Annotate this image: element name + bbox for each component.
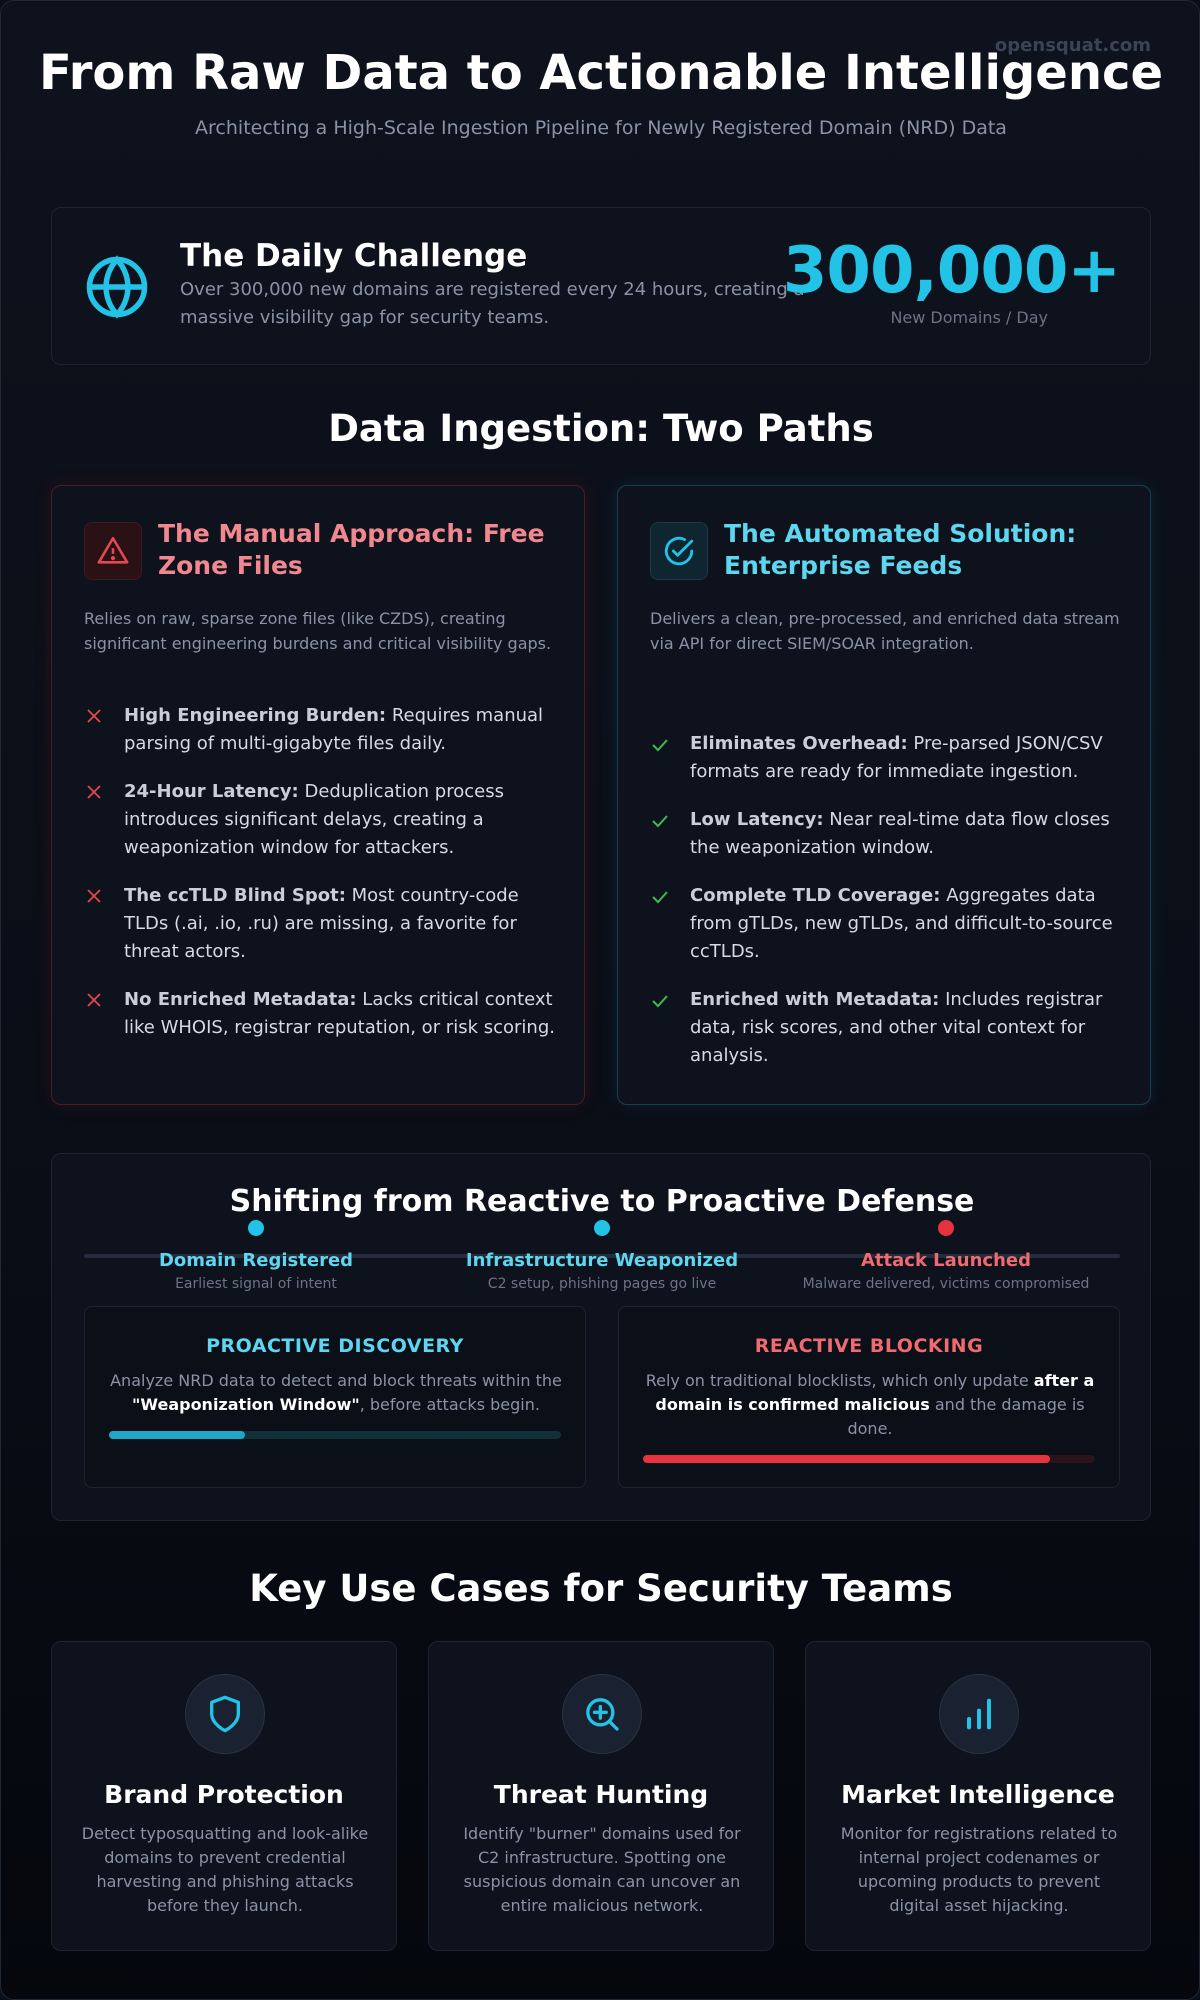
timeline-label: Attack Launched <box>860 1250 1031 1271</box>
proactive-discovery-panel: PROACTIVE DISCOVERY Analyze NRD data to … <box>84 1306 586 1488</box>
use-case-title: Threat Hunting <box>493 1780 709 1809</box>
ingestion-heading: Data Ingestion: Two Paths <box>328 407 874 450</box>
bullet-item: High Engineering Burden: Requires manual… <box>84 702 564 758</box>
bullet-text: 24-Hour Latency: Deduplication process i… <box>124 781 504 858</box>
challenge-text: Over 300,000 new domains are registered … <box>180 279 805 328</box>
check-icon <box>652 815 668 828</box>
automated-solution-card: The Automated Solution: Enterprise Feeds… <box>617 485 1151 1105</box>
bullet-item: 24-Hour Latency: Deduplication process i… <box>84 778 564 862</box>
bullet-text: Enriched with Metadata: Includes registr… <box>690 989 1103 1066</box>
bullet-text: No Enriched Metadata: Lacks critical con… <box>124 989 555 1038</box>
automated-title: The Automated Solution: Enterprise Feeds <box>724 519 1077 580</box>
timeline-dot <box>248 1220 264 1236</box>
bullet-text: Low Latency: Near real-time data flow cl… <box>690 809 1110 858</box>
check-icon-box <box>650 522 708 580</box>
bullet-text: Complete TLD Coverage: Aggregates data f… <box>690 885 1113 962</box>
use-cases-heading: Key Use Cases for Security Teams <box>249 1567 953 1610</box>
bullet-item: Eliminates Overhead: Pre-parsed JSON/CSV… <box>650 730 1130 786</box>
timeline-dot <box>594 1220 610 1236</box>
timeline-sub: Malware delivered, victims compromised <box>802 1276 1090 1292</box>
warning-icon-box <box>84 522 142 580</box>
reactive-title: REACTIVE BLOCKING <box>754 1335 984 1357</box>
use-case-card: Brand Protection Detect typosquatting an… <box>51 1641 397 1951</box>
x-icon <box>87 889 101 903</box>
manual-title: The Manual Approach: Free Zone Files <box>158 519 545 580</box>
stat-label: New Domains / Day <box>890 308 1048 327</box>
bar-chart-icon <box>939 1674 1019 1754</box>
manual-approach-card: The Manual Approach: Free Zone Files Rel… <box>51 485 585 1105</box>
x-icon <box>87 709 101 723</box>
check-circle-icon <box>664 536 694 566</box>
proactive-text: Analyze NRD data to detect and block thr… <box>110 1371 562 1414</box>
use-case-text: Detect typosquatting and look-alike doma… <box>81 1824 369 1915</box>
timeline-line <box>84 1254 1120 1258</box>
check-icon <box>652 891 668 904</box>
timeline-label: Domain Registered <box>158 1250 354 1271</box>
proactive-defense-card: Shifting from Reactive to Proactive Defe… <box>51 1153 1151 1521</box>
bullet-item: Low Latency: Near real-time data flow cl… <box>650 806 1130 862</box>
bullet-text: The ccTLD Blind Spot: Most country-code … <box>124 885 519 962</box>
x-icon <box>87 785 101 799</box>
proactive-title: PROACTIVE DISCOVERY <box>206 1335 464 1357</box>
bullet-item: No Enriched Metadata: Lacks critical con… <box>84 986 564 1042</box>
use-case-card: Market Intelligence Monitor for registra… <box>805 1641 1151 1951</box>
globe-icon <box>86 255 148 319</box>
check-icon <box>652 995 668 1008</box>
challenge-title: The Daily Challenge <box>180 238 528 274</box>
bullet-text: Eliminates Overhead: Pre-parsed JSON/CSV… <box>690 733 1103 782</box>
bullet-item: Complete TLD Coverage: Aggregates data f… <box>650 882 1130 966</box>
timeline-sub: Earliest signal of intent <box>175 1276 337 1292</box>
reactive-progress-fill <box>643 1455 1050 1463</box>
daily-challenge-card: The Daily Challenge Over 300,000 new dom… <box>51 207 1151 365</box>
page-title: From Raw Data to Actionable Intelligence <box>38 45 1163 101</box>
use-case-text: Identify "burner" domains used for C2 in… <box>463 1824 741 1915</box>
proactive-progress-fill <box>109 1431 245 1439</box>
page-subtitle: Architecting a High-Scale Ingestion Pipe… <box>195 117 1007 139</box>
warning-icon <box>97 536 129 564</box>
shield-icon <box>185 1674 265 1754</box>
search-plus-icon <box>562 1674 642 1754</box>
automated-description: Delivers a clean, pre-processed, and enr… <box>650 609 1120 653</box>
reactive-text: Rely on traditional blocklists, which on… <box>645 1371 1095 1438</box>
use-case-text: Monitor for registrations related to int… <box>840 1824 1118 1915</box>
use-case-title: Market Intelligence <box>841 1780 1115 1809</box>
x-icon <box>87 993 101 1007</box>
timeline-dot <box>938 1220 954 1236</box>
use-case-card: Threat Hunting Identify "burner" domains… <box>428 1641 774 1951</box>
check-icon <box>652 739 668 752</box>
timeline-label: Infrastructure Weaponized <box>465 1250 739 1271</box>
bullet-item: The ccTLD Blind Spot: Most country-code … <box>84 882 564 966</box>
watermark: opensquat.com <box>994 35 1151 56</box>
reactive-progress-bar <box>643 1455 1095 1463</box>
proactive-progress-bar <box>109 1431 561 1439</box>
bullet-item: Enriched with Metadata: Includes registr… <box>650 986 1130 1070</box>
timeline-sub: C2 setup, phishing pages go live <box>487 1276 717 1292</box>
bullet-text: High Engineering Burden: Requires manual… <box>124 705 544 754</box>
shift-title: Shifting from Reactive to Proactive Defe… <box>229 1184 975 1219</box>
manual-description: Relies on raw, sparse zone files (like C… <box>84 609 552 653</box>
reactive-blocking-panel: REACTIVE BLOCKING Rely on traditional bl… <box>618 1306 1120 1488</box>
use-case-title: Brand Protection <box>104 1780 344 1809</box>
stat-value: 300,000+ <box>782 234 1121 308</box>
